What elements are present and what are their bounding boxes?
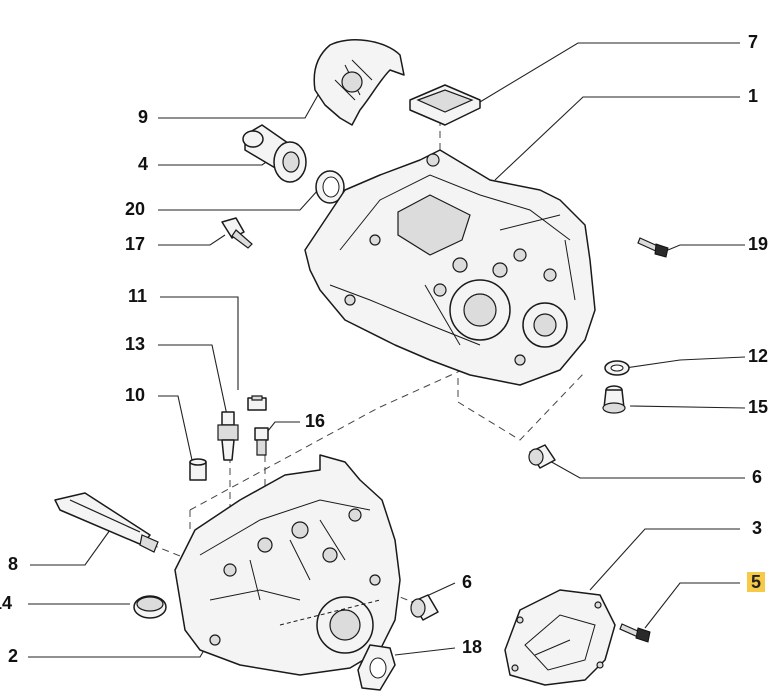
part-2-case [174,454,401,676]
part-15-plug [602,385,626,414]
callout-13: 13 [125,334,146,354]
part-1-housing [304,149,596,386]
callout-5-highlighted: 5 [747,572,766,592]
part-17-bolt [221,217,253,249]
callout-8: 8 [8,554,19,574]
callout-12: 12 [748,346,769,366]
callout-18: 18 [462,637,483,657]
callout-6-lower: 6 [462,572,473,592]
part-11-sensor [247,395,267,411]
callout-11: 11 [128,286,148,306]
callout-1: 1 [748,86,759,106]
callout-3: 3 [752,518,763,538]
part-16-plug [254,427,269,456]
callout-4: 4 [138,154,149,174]
callout-2: 2 [8,646,19,666]
part-19-bolt [637,237,669,258]
callout-15: 15 [748,397,769,417]
callout-16: 16 [305,411,326,431]
part-7-plate [409,84,481,126]
part-4-sleeve [242,124,307,183]
part-5-screw [619,623,651,643]
part-14-cap [133,595,167,619]
callout-17: 17 [125,234,146,254]
callout-10: 10 [125,385,146,405]
part-18-gasket [357,644,396,691]
part-12-washer [604,360,630,376]
callout-20: 20 [125,199,146,219]
callout-6-upper: 6 [752,467,763,487]
part-6-bushing-upper [528,444,556,469]
callout-9: 9 [138,107,149,127]
part-3-end-cover [504,589,616,686]
part-6-bushing-lower [410,594,439,621]
part-13-switch [217,411,239,461]
part-8-dipstick [54,492,159,553]
callout-14: 14 [0,593,13,613]
part-9-cover [313,39,405,126]
callout-19: 19 [748,234,769,254]
part-20-ring [315,170,345,204]
callout-7: 7 [748,32,759,52]
part-10-bushing [189,458,207,481]
